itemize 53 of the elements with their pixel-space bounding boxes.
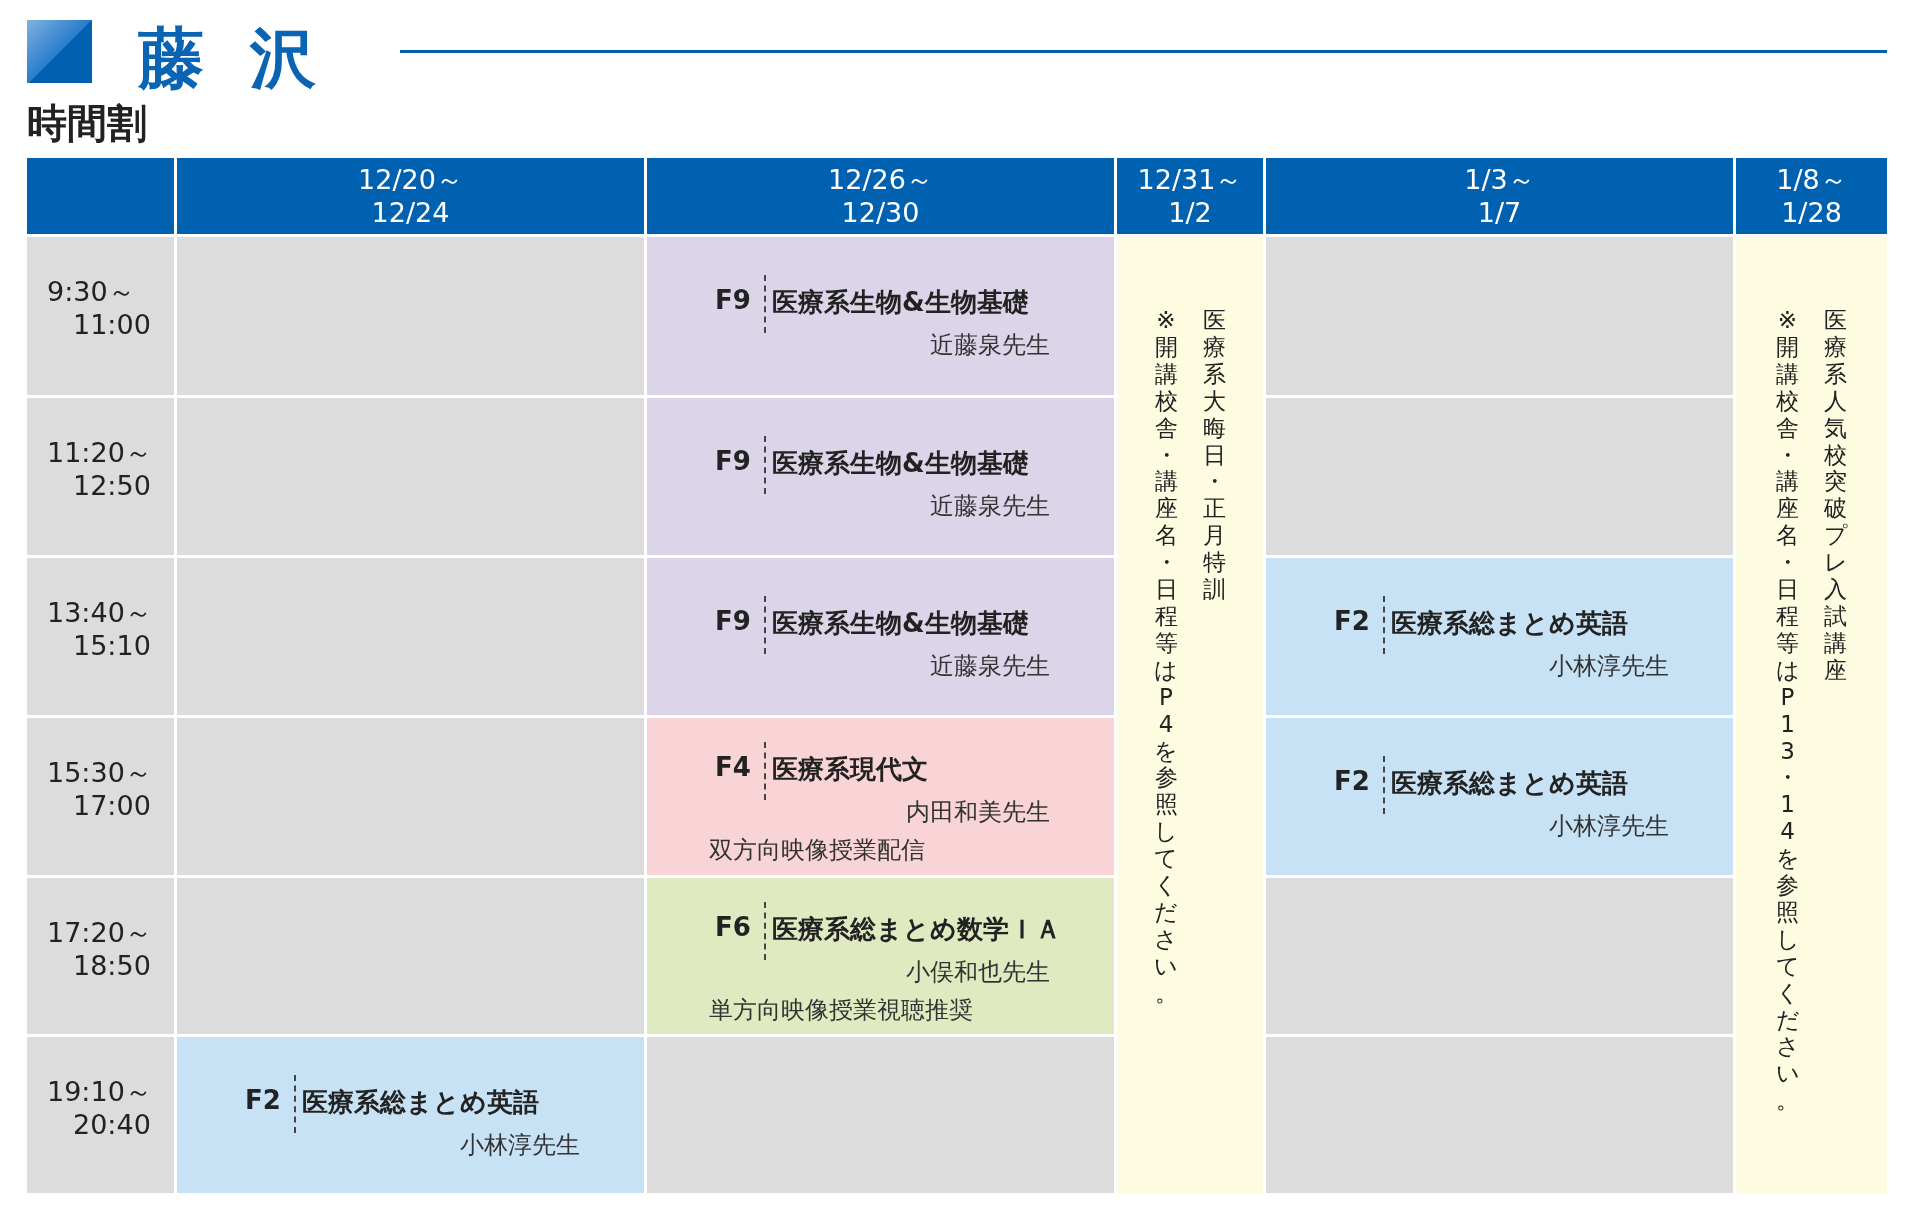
course-title: 医療系生物&生物基礎	[772, 607, 1029, 640]
course-cell	[647, 558, 1114, 715]
teacher-name: 近藤泉先生	[930, 651, 1050, 682]
course-code: F4	[715, 752, 751, 782]
course-code: F2	[245, 1085, 281, 1115]
course-title: 医療系総まとめ英語	[1391, 607, 1628, 640]
course-cell	[1266, 718, 1733, 875]
teacher-name: 近藤泉先生	[930, 491, 1050, 522]
course-title: 医療系生物&生物基礎	[772, 447, 1029, 480]
course-cell	[177, 1037, 644, 1193]
course-cell	[647, 237, 1114, 395]
time-cell: 11:20～ 12:50	[27, 398, 174, 555]
delivery-note: 単方向映像授業視聴推奨	[709, 995, 973, 1026]
teacher-name: 小林淳先生	[460, 1130, 580, 1161]
band-title: 医療系大晦日・正月特訓	[1201, 307, 1227, 605]
course-title: 医療系生物&生物基礎	[772, 286, 1029, 319]
teacher-name: 小林淳先生	[1549, 651, 1669, 682]
course-code: F2	[1334, 606, 1370, 636]
date-header: 12/26～ 12/30	[647, 158, 1114, 234]
band-note: ※開講校舎・講座名・日程等はP4を参照してください。	[1153, 307, 1179, 1007]
teacher-name: 近藤泉先生	[930, 330, 1050, 361]
course-title: 医療系総まとめ英語	[302, 1086, 539, 1119]
band-note: ※開講校舎・講座名・日程等はP13・14を参照してください。	[1774, 307, 1801, 1115]
time-cell: 13:40～ 15:10	[27, 558, 174, 715]
course-title: 医療系現代文	[772, 753, 928, 786]
teacher-name: 小林淳先生	[1549, 811, 1669, 842]
date-header: 1/8～ 1/28	[1736, 158, 1887, 234]
time-cell: 9:30～ 11:00	[27, 237, 174, 395]
band-title: 医療系人気校突破プレ入試講座	[1822, 307, 1849, 685]
course-cell	[647, 398, 1114, 555]
delivery-note: 双方向映像授業配信	[709, 835, 925, 866]
course-code: F9	[715, 285, 751, 315]
course-code: F2	[1334, 766, 1370, 796]
course-cell	[1266, 558, 1733, 715]
note-band	[1117, 237, 1263, 1193]
time-cell: 15:30～ 17:00	[27, 718, 174, 875]
teacher-name: 小俣和也先生	[906, 957, 1050, 988]
course-code: F6	[715, 912, 751, 942]
course-cell	[647, 718, 1114, 875]
course-title: 医療系総まとめ英語	[1391, 767, 1628, 800]
date-header: 1/3～ 1/7	[1266, 158, 1733, 234]
time-cell: 17:20～ 18:50	[27, 878, 174, 1034]
note-band	[1736, 237, 1887, 1193]
course-cell	[647, 878, 1114, 1034]
course-code: F9	[715, 446, 751, 476]
subtitle: 時間割	[27, 99, 147, 148]
time-cell: 19:10～ 20:40	[27, 1037, 174, 1193]
page-title: 藤沢	[138, 19, 362, 99]
course-title: 医療系総まとめ数学ＩＡ	[772, 913, 1061, 946]
date-header: 12/20～ 12/24	[177, 158, 644, 234]
teacher-name: 内田和美先生	[906, 797, 1050, 828]
course-code: F9	[715, 606, 751, 636]
date-header: 12/31～ 1/2	[1117, 158, 1263, 234]
